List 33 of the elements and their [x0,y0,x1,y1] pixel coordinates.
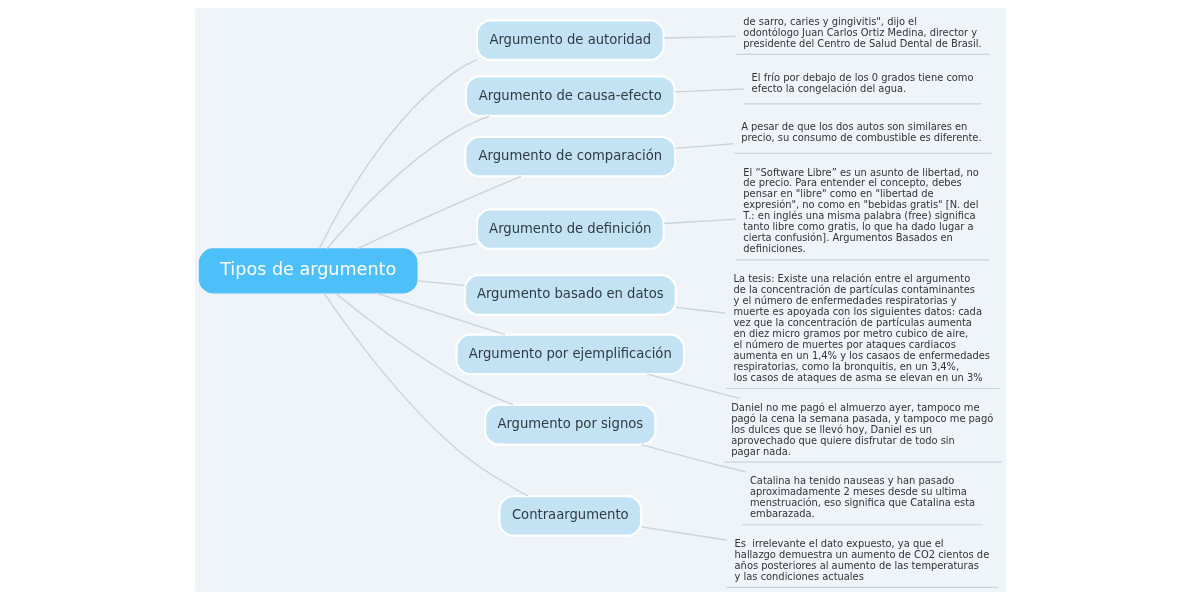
node-box: Argumento por signos [483,403,657,446]
connector [673,88,744,93]
connector [662,35,736,39]
connector [334,292,514,406]
connector [416,243,477,255]
connector [640,443,746,473]
connector [674,306,726,314]
connector [325,115,490,250]
connector [674,143,734,149]
node-text: Es irrelevante el dato expuesto, ya que el hallazgo demuestra un aumento de CO2 cientos de años posteriores al aumento de las temperaturas y las condiciones actuales [734,537,989,582]
node-box: Argumento de definición [475,208,665,250]
connector [374,292,506,336]
node-box: Argumento basado en datos [463,274,677,316]
node-text: El frío por debajo de los 0 grados tiene como efecto la congelación del agua. [751,71,974,94]
node-text: Daniel no me pagó el almuerzo ayer, tampoco me pagó la cena la semana pasada, y tampoco me pagó los dulces que se llevó hoy, Daniel es un aprovechado que quiere disfrutar de todo sin pagar nada. [730,401,993,457]
connector [318,59,477,250]
node-box: Contraargumento [497,495,642,537]
connector [416,280,465,286]
node-text: La tesis: Existe una relación entre el argumento de la concentración de partículas contaminantes y el número de enfermedades respiratorias y muerte es apoyada con los siguientes datos: cada vez que la concentración de partículas aumenta en diez micro gramos por metro cubico de aire, el número de muertes por ataques cardiacos aumenta en un 1,4% y los casaos de enfermedades respiratorias, como la bronquitis, en un 3,4%, los casos de ataques de asma se elevan en un 3% [732,273,990,383]
node-box: Tipos de argumento [198,248,418,294]
connector [322,292,529,497]
node-text: El “Software Libre” es un asunto de libertad, no de precio. Para entender el concepto, debes pensar en "libre" como en "libertad de expresión", no como en "bebidas gratis" [N. del T.: en inglés una misma palabra (free) significa tanto libre como gratis, lo que ha dado lugar a cierta confusión]. Argumentos Basados en definiciones. [742,166,979,255]
connector [355,175,522,250]
node-box: Argumento por ejemplificación [454,333,685,376]
connector [640,526,727,541]
node-text: Catalina ha tenido nauseas y han pasado aproximadamente 2 meses desde su ultima menstruación, eso significa que Catalina esta embarazada. [749,475,975,520]
node-text: de sarro, caries y gingivitis", dijo el odontólogo Juan Carlos Ortiz Medina, director y presidente del Centro de Salud Dental de Brasil. [742,15,982,49]
connector [662,218,736,225]
node-box: Argumento de comparación [463,135,676,178]
node-box: Argumento de causa-efecto [464,75,676,118]
connector [646,373,740,399]
node-text: A pesar de que los dos autos son similares en precio, su consumo de combustible es diferente. [740,121,982,144]
node-box: Argumento de autoridad [475,19,665,61]
